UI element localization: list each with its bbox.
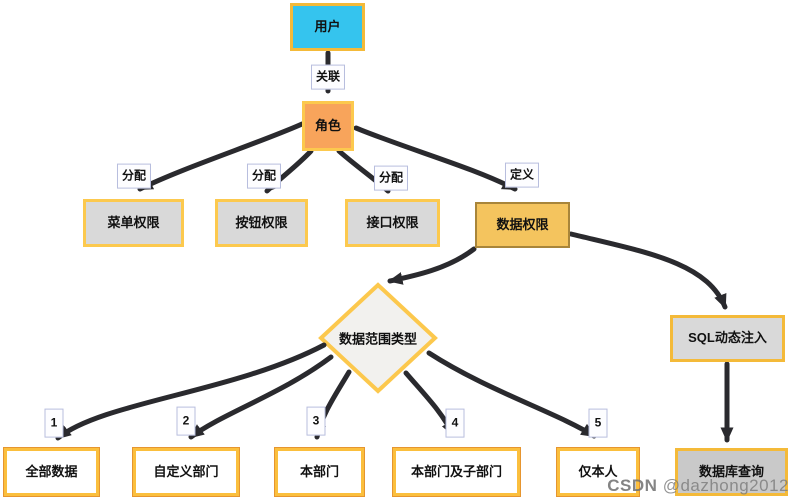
node-scope-type-label: 数据范围类型 [338,331,418,347]
node-button-perm: 按钮权限 [215,199,308,247]
node-db-query: 数据库查询 [675,448,788,496]
node-self-only: 仅本人 [557,448,639,496]
node-api-perm: 接口权限 [345,199,440,247]
watermark-brand: CSDN [607,476,658,495]
edge-label-1: 1 [44,408,64,438]
edge-data-diamond [387,246,477,285]
edge-label-2: 2 [176,406,196,436]
edge-diamond-custom [188,354,334,440]
node-role: 角色 [302,101,354,151]
edge-label-4: 4 [445,408,465,438]
edge-label-assign-1: 分配 [116,163,152,189]
edge-label-define: 定义 [504,162,540,188]
watermark-user: @dazhong2012 [662,476,789,495]
edge-label-5: 5 [588,408,608,438]
edge-label-3: 3 [306,406,326,436]
edge-data-sql [568,231,728,310]
edge-label-associate: 关联 [310,64,346,90]
edge-diamond-self [426,350,597,439]
edge-role-menu [137,121,305,192]
node-own-dept: 本部门 [275,448,364,496]
node-all-data: 全部数据 [4,448,99,496]
node-user: 用户 [290,3,365,51]
node-menu-perm: 菜单权限 [83,199,184,247]
edge-role-data [353,125,518,192]
watermark: CSDN @dazhong2012 [607,476,789,496]
edge-label-assign-3: 分配 [373,165,409,191]
node-dept-sub: 本部门及子部门 [393,448,520,496]
edge-label-assign-2: 分配 [246,163,282,189]
node-sql-inject: SQL动态注入 [670,315,785,362]
scope-type-diamond [318,282,438,394]
node-custom-dept: 自定义部门 [133,448,239,496]
edge-diamond-all [55,342,327,441]
node-data-perm: 数据权限 [475,202,570,248]
